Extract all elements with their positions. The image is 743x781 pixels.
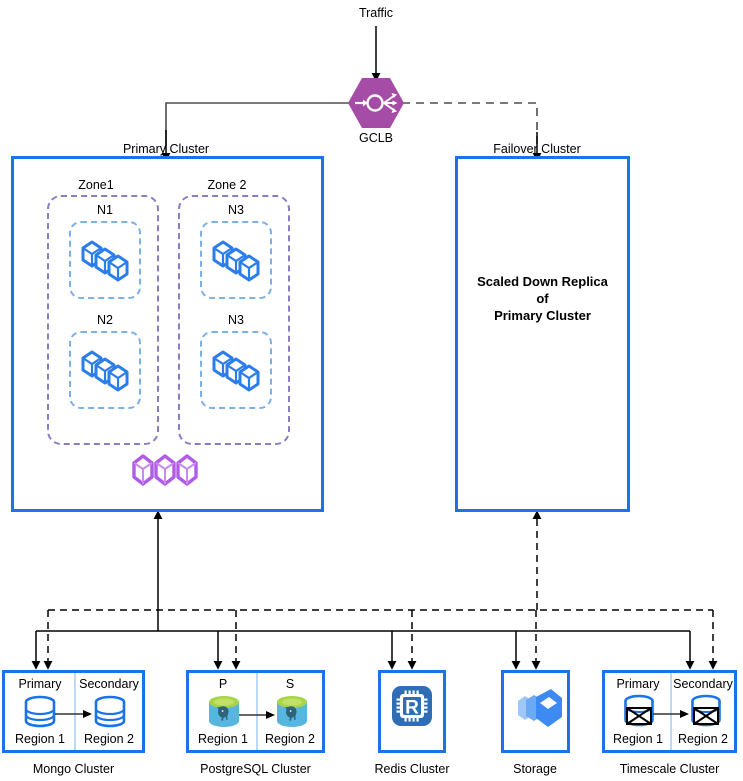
node-label-n3-b: N3 [228, 313, 244, 327]
edge-gclb-to-failover [402, 102, 538, 146]
postgresql-cluster-box[interactable]: P S Region 1 Region 2 [186, 670, 325, 753]
postgresql-elephant-icon-secondary [277, 696, 307, 727]
postgresql-secondary-label: S [285, 677, 295, 691]
node-label-n3-a: N3 [228, 203, 244, 217]
zone-box-1[interactable]: N1 N2 [47, 195, 159, 445]
postgresql-replication-arrow [239, 711, 275, 719]
node-label-n1: N1 [97, 203, 113, 217]
node-box-n2[interactable] [69, 331, 141, 409]
mongo-secondary-label: Secondary [79, 677, 139, 691]
zone-label-1: Zone1 [78, 178, 114, 192]
failover-body-line3: Primary Cluster [494, 308, 591, 323]
primary-cluster-label: Primary Cluster [122, 142, 210, 156]
node-box-n3-b[interactable] [200, 331, 272, 409]
postgresql-divider [256, 673, 258, 750]
svg-text:R: R [405, 698, 419, 719]
node-cubes-icon [81, 350, 129, 392]
timescale-region-1: Region 1 [612, 732, 664, 746]
mongo-region-1: Region 1 [14, 732, 66, 746]
postgresql-elephant-icon [209, 696, 239, 727]
timescale-cluster-name: Timescale Cluster [619, 762, 720, 776]
failover-body-line1: Scaled Down Replica [477, 274, 608, 289]
postgresql-cluster-name: PostgreSQL Cluster [200, 762, 311, 776]
node-cubes-icon [212, 240, 260, 282]
timescale-primary-label: Primary [616, 677, 660, 691]
timescale-db-icon [624, 694, 654, 727]
node-box-n1[interactable] [69, 221, 141, 299]
gclb-node[interactable] [347, 76, 405, 130]
timescale-cluster-box[interactable]: Primary Secondary Region 1 Region 2 [602, 670, 737, 753]
node-cubes-icon [81, 240, 129, 282]
postgresql-region-1: Region 1 [197, 732, 249, 746]
mongo-region-2: Region 2 [83, 732, 135, 746]
load-balancer-icon [348, 78, 404, 128]
failover-cluster-label: Failover Cluster [493, 142, 581, 156]
zone-label-2: Zone 2 [207, 178, 247, 192]
node-label-n2: N2 [97, 313, 113, 327]
timescale-db-icon-secondary [691, 694, 721, 727]
mongo-replication-arrow [55, 710, 92, 718]
postgresql-region-2: Region 2 [264, 732, 316, 746]
redis-icon: R [392, 686, 432, 726]
mongo-primary-label: Primary [18, 677, 62, 691]
node-box-n3-a[interactable] [200, 221, 272, 299]
failover-body-line2: of [536, 291, 549, 306]
primary-cluster-box[interactable]: Zone1 N1 N2 [11, 156, 324, 512]
storage-name: Storage [513, 762, 557, 776]
mongo-divider [74, 673, 76, 750]
storage-box[interactable] [501, 670, 570, 753]
timescale-divider [670, 673, 672, 750]
failover-cluster-box[interactable]: Scaled Down Replica of Primary Cluster [455, 156, 630, 512]
redis-cluster-name: Redis Cluster [374, 762, 450, 776]
mongo-db-icon [24, 695, 56, 728]
storage-cube-icon [518, 689, 562, 727]
gclb-label: GCLB [358, 131, 394, 145]
timescale-replication-arrow [653, 710, 689, 718]
mongo-db-icon-secondary [94, 695, 126, 728]
edge-gclb-to-primary [165, 102, 352, 146]
mongo-cluster-box[interactable]: Primary Secondary Region 1 Region 2 [2, 670, 145, 753]
timescale-region-2: Region 2 [677, 732, 729, 746]
redis-cluster-box[interactable]: R [378, 670, 446, 753]
mongo-cluster-name: Mongo Cluster [32, 762, 115, 776]
node-cubes-icon [212, 350, 260, 392]
postgresql-primary-label: P [218, 677, 228, 691]
traffic-label: Traffic [358, 6, 394, 20]
zone-box-2[interactable]: N3 N3 [178, 195, 290, 445]
timescale-secondary-label: Secondary [673, 677, 733, 691]
pods-icon [132, 454, 198, 486]
